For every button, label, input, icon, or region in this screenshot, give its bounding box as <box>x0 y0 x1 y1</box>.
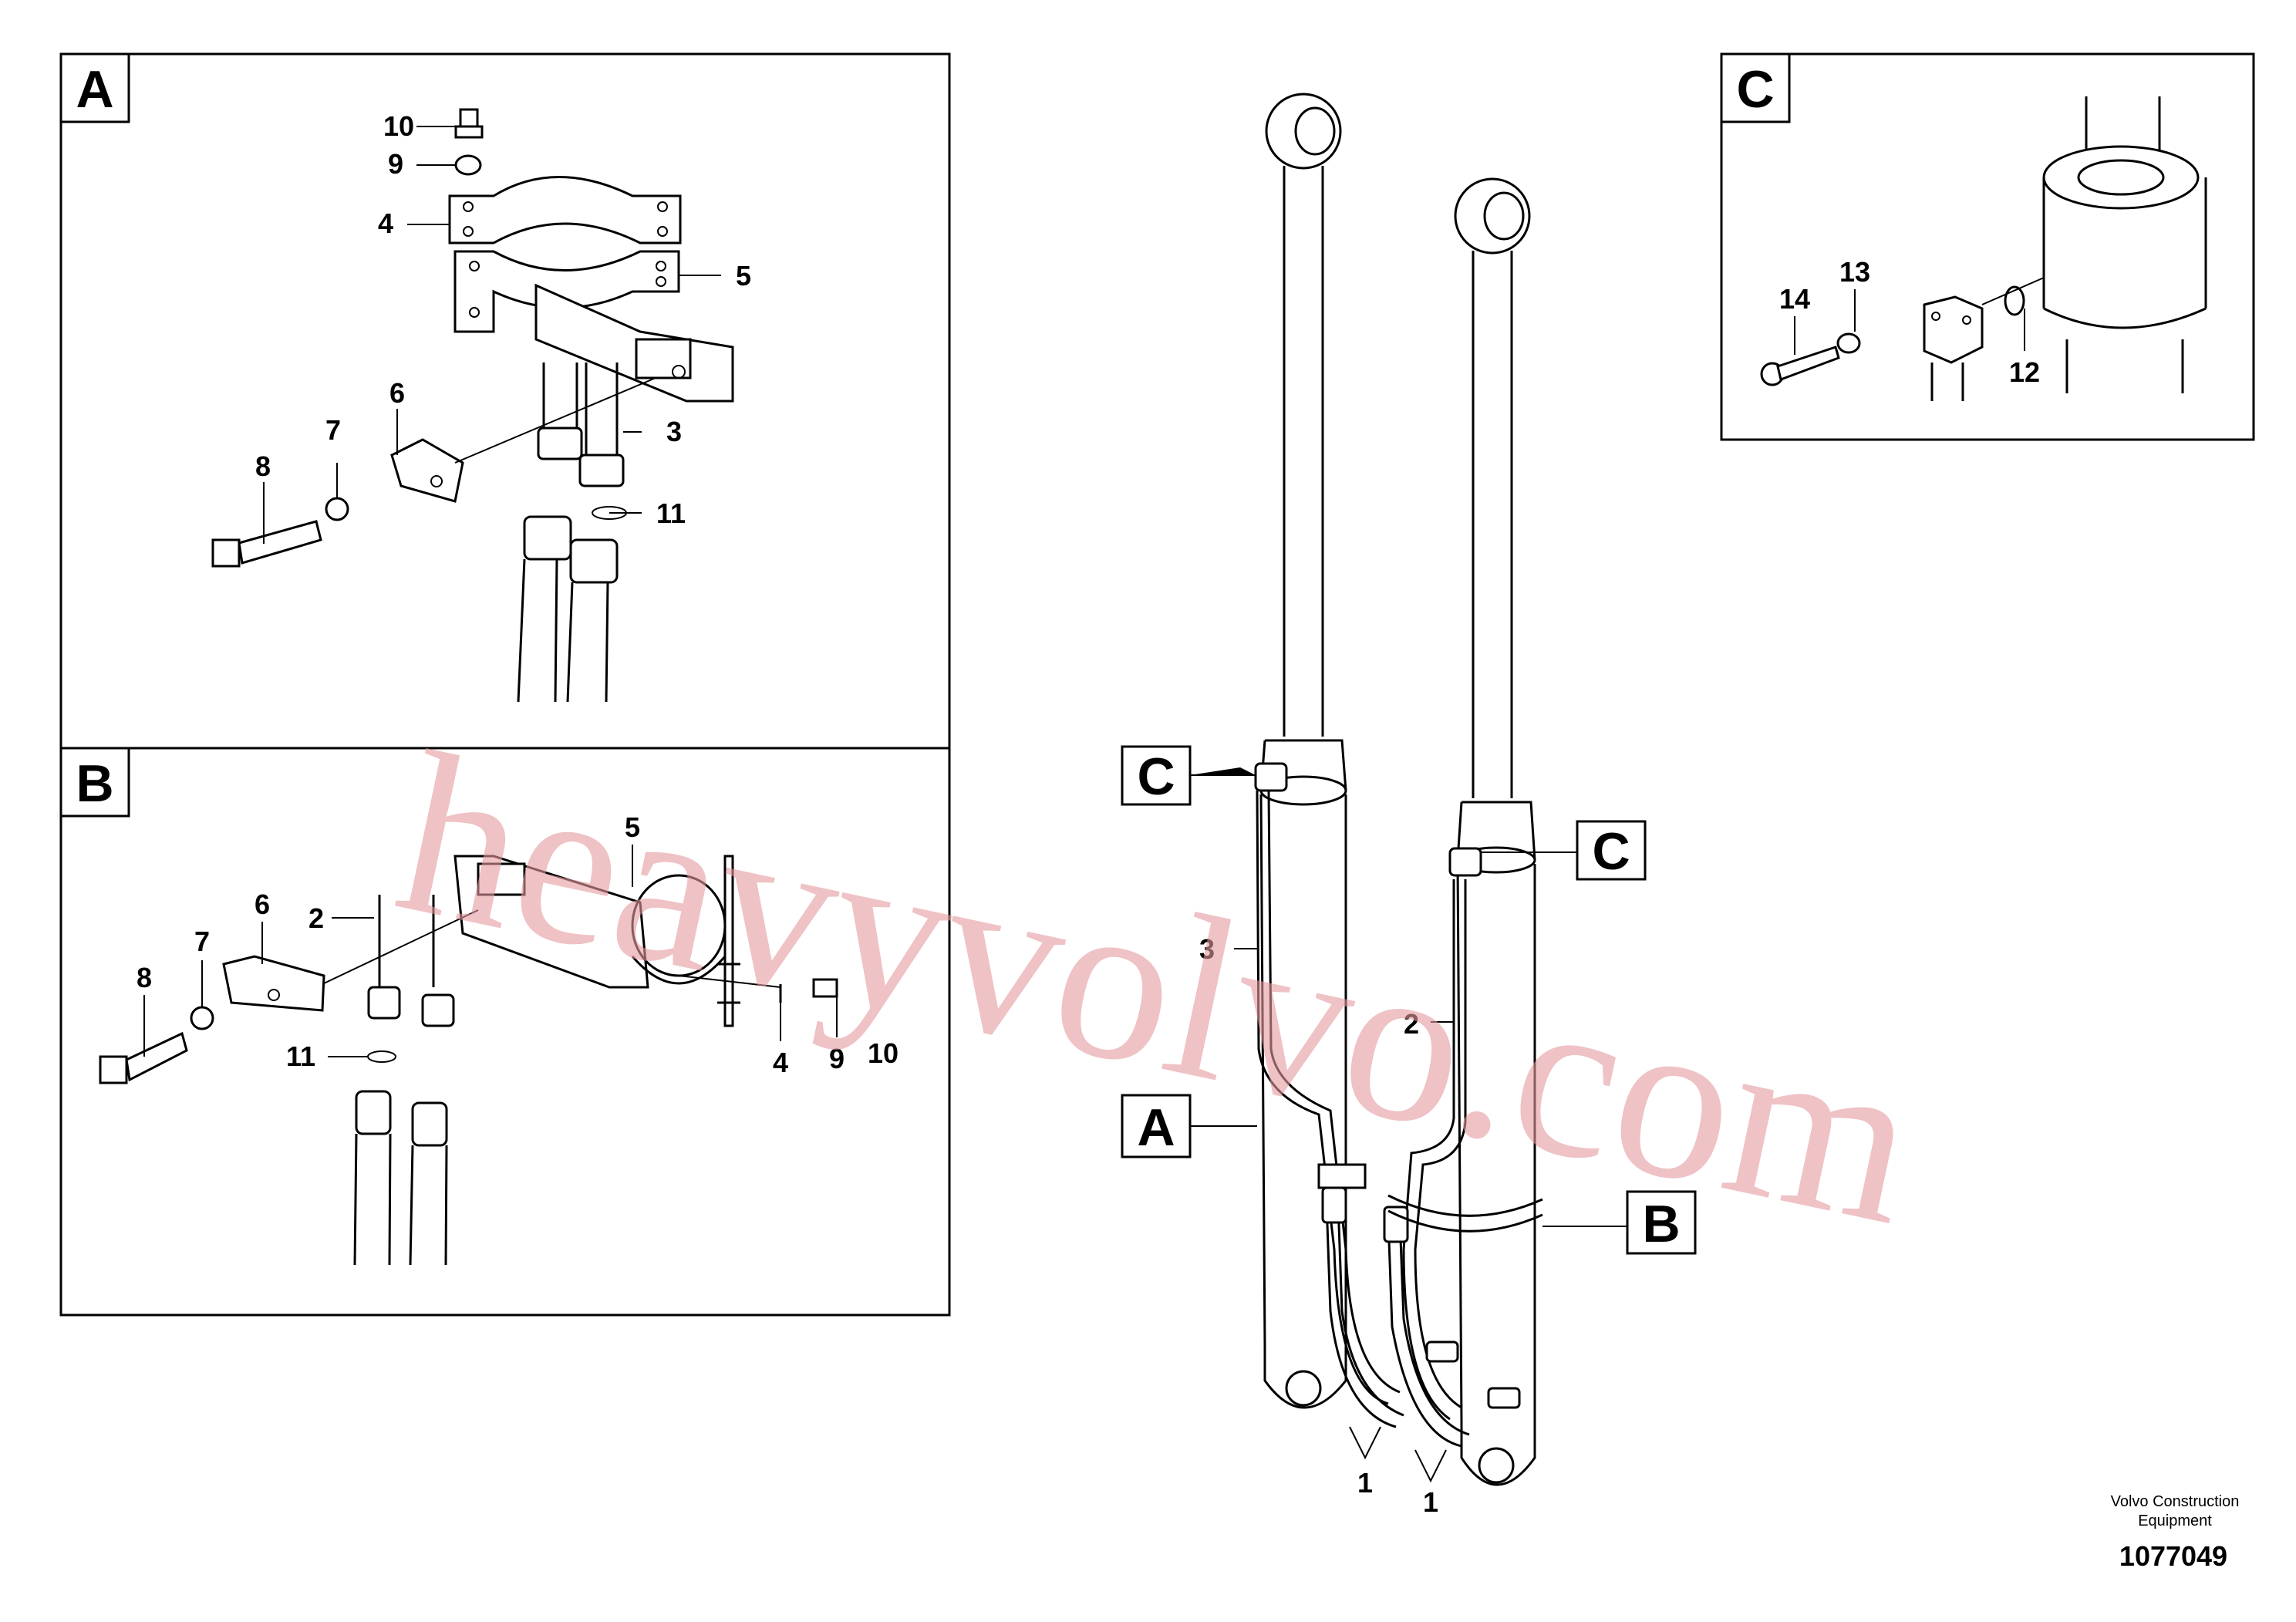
callout-a-7: 7 <box>325 414 341 446</box>
ref-c-upper-label: C <box>1137 747 1175 806</box>
clamp-upper-part-4 <box>448 176 682 244</box>
clamp-lower-part-5 <box>453 250 734 403</box>
oring-part-12 <box>2004 285 2025 316</box>
ref-a-label: A <box>1137 1098 1175 1157</box>
ref-c-right-box <box>1576 820 1647 881</box>
hose-assembly-a <box>517 363 627 703</box>
ref-c-upper: C <box>1121 745 1256 806</box>
ref-b-label: B <box>1642 1195 1680 1253</box>
callout-main-3: 3 <box>1199 933 1215 965</box>
ref-c-right-label: C <box>1592 822 1630 881</box>
port-block-upper <box>1254 762 1288 792</box>
ref-b-box <box>1626 1190 1697 1255</box>
callout-main-2: 2 <box>1404 1008 1419 1040</box>
callout-b-7: 7 <box>194 926 210 957</box>
cylinder-right <box>1454 177 1536 1486</box>
callout-b-4: 4 <box>773 1047 788 1078</box>
callout-c-13: 13 <box>1839 256 1870 288</box>
callout-b-10: 10 <box>868 1037 899 1069</box>
callout-a-6: 6 <box>389 377 405 409</box>
callout-b-8: 8 <box>137 962 152 993</box>
callout-a-9: 9 <box>388 148 403 180</box>
callout-b-9: 9 <box>829 1043 845 1074</box>
ref-c-right: C <box>1481 820 1647 881</box>
bracket-part-6 <box>390 377 656 503</box>
company-name-line1: Volvo Construction <box>2111 1493 2240 1510</box>
panel-b-tag: B <box>76 754 113 813</box>
callout-b-6: 6 <box>255 889 270 920</box>
hose-part-3 <box>1256 790 1401 1405</box>
company-name-line2: Equipment <box>2138 1512 2212 1529</box>
callout-b-5: 5 <box>625 811 640 843</box>
bolt-part-8 <box>211 520 322 568</box>
bolt-part-14 <box>1760 346 1840 386</box>
bolt-part-10 <box>454 108 484 139</box>
clamp-b-main <box>1317 1163 1543 1233</box>
panel-a-tag: A <box>76 60 113 119</box>
hose-part-2 <box>1402 879 1467 1421</box>
panel-c-frame <box>1720 52 2255 441</box>
bolt-part-8-b <box>99 1031 188 1084</box>
port-block-c <box>1923 295 1984 401</box>
washer-part-13 <box>1836 332 1861 354</box>
panel-b-tag-box <box>59 747 130 818</box>
ref-c-upper-arrow <box>1190 767 1256 775</box>
port-block-right <box>1448 847 1482 877</box>
callout-a-4: 4 <box>378 207 393 239</box>
panel-a-frame <box>59 52 951 750</box>
callout-main-1a: 1 <box>1357 1467 1373 1499</box>
drawing-number: 1077049 <box>2119 1540 2227 1572</box>
callout-a-10: 10 <box>383 110 414 142</box>
callout-b-2: 2 <box>308 902 324 934</box>
callout-c-14: 14 <box>1779 283 1810 315</box>
washer-part-7-b <box>190 1006 214 1030</box>
ref-b: B <box>1542 1190 1697 1255</box>
callout-a-3: 3 <box>666 416 682 447</box>
hose-assembly-b <box>353 895 455 1266</box>
callout-a-5: 5 <box>736 260 751 292</box>
panel-b-frame <box>59 747 951 1317</box>
callout-b-11: 11 <box>286 1040 315 1072</box>
washer-part-7 <box>325 497 349 521</box>
callout-a-8: 8 <box>255 450 271 482</box>
panel-a-tag-box <box>59 52 130 123</box>
clamp-part-5-b <box>453 855 740 1027</box>
bracket-part-6-b <box>222 909 479 1012</box>
callout-main-1b: 1 <box>1423 1486 1438 1518</box>
ref-a: A <box>1121 1094 1257 1158</box>
panel-c-tag: C <box>1736 60 1774 119</box>
callout-a-11: 11 <box>656 497 686 529</box>
washer-part-9 <box>454 154 482 176</box>
callout-c-12: 12 <box>2009 356 2040 388</box>
panel-c-tag-box <box>1720 52 1791 123</box>
panel-b: B <box>59 747 951 1317</box>
hose-part-1-set <box>1321 1186 1521 1448</box>
cylinder-head-detail <box>2042 96 2207 393</box>
panel-a: A <box>59 52 951 750</box>
panel-c: C 13 14 12 <box>1720 52 2255 441</box>
